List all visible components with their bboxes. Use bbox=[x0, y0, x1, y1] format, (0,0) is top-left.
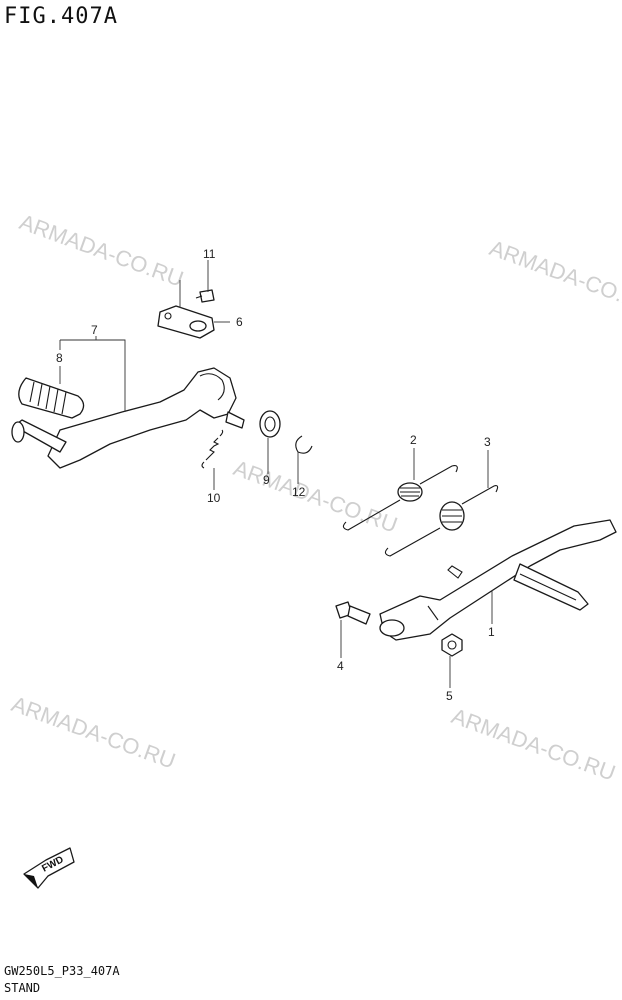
callout-1: 1 bbox=[488, 625, 495, 639]
bracket-plate-part[interactable] bbox=[157, 305, 215, 339]
fwd-arrow-icon: FWD bbox=[23, 847, 75, 889]
callout-8: 8 bbox=[56, 351, 63, 365]
watermark: ARMADA-CO.RU bbox=[230, 455, 401, 537]
stand-spring-part[interactable] bbox=[342, 465, 458, 531]
diagram-code: GW250L5_P33_407A bbox=[4, 964, 120, 978]
callout-12: 12 bbox=[292, 485, 306, 499]
small-spring-part[interactable] bbox=[201, 429, 224, 469]
side-stand-part[interactable] bbox=[379, 519, 617, 641]
leader-lines bbox=[59, 260, 493, 688]
pivot-bolt-part[interactable] bbox=[335, 601, 371, 625]
callout-7: 7 bbox=[91, 323, 98, 337]
watermark: ARMADA-CO.RU bbox=[448, 703, 619, 785]
callout-10: 10 bbox=[207, 491, 221, 505]
callout-labels: 11 6 7 8 9 12 10 2 3 1 4 5 bbox=[56, 247, 495, 703]
callout-5: 5 bbox=[446, 689, 453, 703]
watermark: ARMADA-CO.RU bbox=[486, 235, 622, 317]
callout-4: 4 bbox=[337, 659, 344, 673]
watermark-layer: ARMADA-CO.RU ARMADA-CO.RU ARMADA-CO.RU A… bbox=[8, 209, 622, 785]
lever-arm-part[interactable] bbox=[11, 367, 245, 469]
figure-title: FIG.407A bbox=[4, 4, 118, 29]
stand-spring-part[interactable] bbox=[384, 485, 499, 557]
watermark: ARMADA-CO.RU bbox=[8, 691, 179, 773]
callout-9: 9 bbox=[263, 473, 270, 487]
nut-part[interactable] bbox=[441, 633, 463, 657]
watermark: ARMADA-CO.RU bbox=[16, 209, 187, 291]
section-name: STAND bbox=[4, 981, 41, 995]
callout-11: 11 bbox=[203, 247, 216, 261]
callout-2: 2 bbox=[410, 433, 417, 447]
rubber-grip-part[interactable] bbox=[18, 377, 85, 419]
circlip-part[interactable] bbox=[295, 435, 313, 454]
callout-6: 6 bbox=[236, 315, 243, 329]
washer-part[interactable] bbox=[259, 410, 281, 438]
callout-3: 3 bbox=[484, 435, 491, 449]
bolt-part[interactable] bbox=[195, 289, 215, 303]
